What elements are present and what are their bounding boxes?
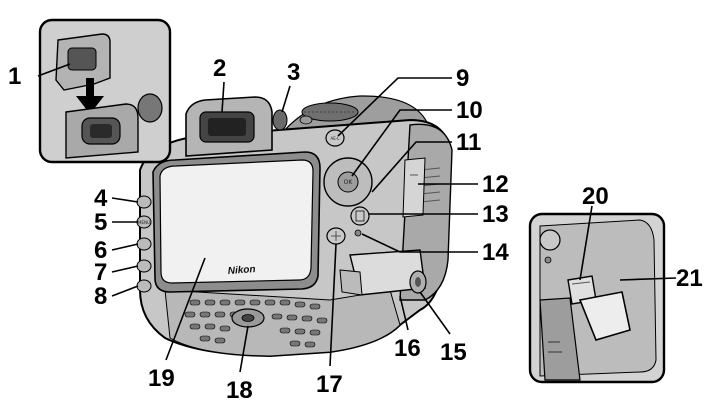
callout-numbers: 1 2 3 4 5 6 7 8 9 10 11 12 13 14 15 16 1… bbox=[8, 55, 703, 404]
right-control-buttons: AE-L OK bbox=[323, 129, 426, 245]
cover-latch bbox=[409, 270, 427, 294]
info-edit-button[interactable] bbox=[136, 279, 152, 293]
callout-1: 1 bbox=[8, 63, 21, 90]
bottom-textured-panel bbox=[164, 289, 401, 357]
callout-14: 14 bbox=[482, 239, 509, 266]
callout-12: 12 bbox=[482, 171, 509, 198]
delete-button[interactable] bbox=[350, 206, 370, 226]
callout-15: 15 bbox=[440, 339, 467, 366]
callout-3: 3 bbox=[287, 59, 300, 86]
ok-button-label: OK bbox=[344, 179, 354, 186]
inset-battery-cover bbox=[528, 212, 666, 384]
brand-logo: Nikon bbox=[227, 264, 255, 277]
down-arrow-icon bbox=[76, 78, 104, 114]
menu-button-label: MENU bbox=[138, 220, 150, 225]
leader-16 bbox=[399, 295, 409, 331]
leader-6 bbox=[111, 243, 139, 251]
leader-11 bbox=[371, 141, 452, 193]
leader-19 bbox=[165, 257, 206, 361]
callout-17: 17 bbox=[316, 371, 343, 398]
viewfinder-eyecup bbox=[185, 96, 273, 157]
callout-2: 2 bbox=[213, 55, 226, 82]
leader-21 bbox=[619, 277, 677, 281]
leader-3 bbox=[281, 85, 291, 113]
callout-11: 11 bbox=[456, 129, 481, 156]
leader-18 bbox=[239, 325, 249, 373]
callout-6: 6 bbox=[94, 237, 107, 264]
leader-2 bbox=[221, 81, 225, 113]
tripod-socket bbox=[231, 308, 265, 328]
ae-l-label: AE-L bbox=[331, 136, 341, 141]
multi-selector[interactable]: OK bbox=[323, 157, 373, 207]
thumbnail-zoom-button[interactable] bbox=[136, 237, 152, 251]
callout-16: 16 bbox=[394, 335, 421, 362]
callout-18: 18 bbox=[226, 377, 253, 404]
memory-card-slot-cover bbox=[402, 157, 426, 218]
callout-7: 7 bbox=[94, 259, 107, 286]
camera-back-body: Nikon MENU AE-L bbox=[136, 95, 453, 358]
zoom-in-button[interactable] bbox=[136, 259, 152, 273]
callout-21: 21 bbox=[676, 265, 703, 292]
leader-20 bbox=[579, 205, 593, 281]
leader-8 bbox=[111, 285, 139, 297]
playback-button[interactable] bbox=[136, 195, 152, 209]
lcd-monitor: Nikon bbox=[152, 151, 321, 293]
self-timer-remote-button[interactable] bbox=[326, 227, 346, 245]
callout-5: 5 bbox=[94, 209, 107, 236]
leader-17 bbox=[329, 243, 337, 367]
command-dial bbox=[301, 102, 359, 122]
leader-14 bbox=[361, 233, 478, 253]
callout-10: 10 bbox=[456, 97, 483, 124]
callout-19: 19 bbox=[148, 365, 175, 392]
inset-eyecup-removal bbox=[38, 18, 172, 164]
leader-4 bbox=[111, 197, 139, 203]
callout-8: 8 bbox=[94, 283, 107, 310]
leader-1 bbox=[37, 63, 71, 77]
memory-card-access-lamp bbox=[354, 229, 362, 237]
leader-9 bbox=[337, 77, 452, 137]
callout-4: 4 bbox=[94, 185, 108, 212]
callout-13: 13 bbox=[482, 201, 509, 228]
diopter-control bbox=[272, 109, 288, 131]
leader-15 bbox=[419, 291, 451, 335]
open-battery-cover bbox=[539, 291, 631, 381]
leader-10 bbox=[351, 109, 452, 177]
callout-20: 20 bbox=[582, 183, 609, 210]
callout-9: 9 bbox=[456, 65, 469, 92]
leader-lines bbox=[37, 63, 677, 373]
leader-7 bbox=[111, 265, 139, 273]
